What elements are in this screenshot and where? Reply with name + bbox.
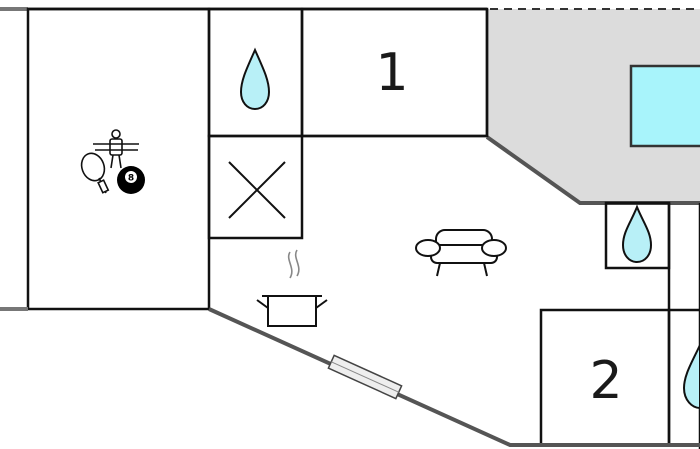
water-drop-icon [239,47,271,111]
table-tennis-icon [80,152,110,194]
water-drop-icon [682,344,700,410]
room-games [26,7,211,311]
billiard-ball-number: 8 [128,174,134,184]
room-label-2: 2 [589,351,622,411]
wall-diagonal-lower [208,307,700,447]
room-storage [207,134,304,240]
pool-icon [629,64,700,148]
cross-icon [228,161,286,219]
table-football-icon [93,129,139,169]
room-label-1: 1 [375,43,408,103]
water-drop-icon [621,204,653,264]
window-icon [327,354,403,400]
billiard-ball-icon: 8 [117,166,145,194]
sofa-icon [415,229,507,277]
cooking-pot-icon [256,249,328,327]
terrace-area [487,9,700,203]
